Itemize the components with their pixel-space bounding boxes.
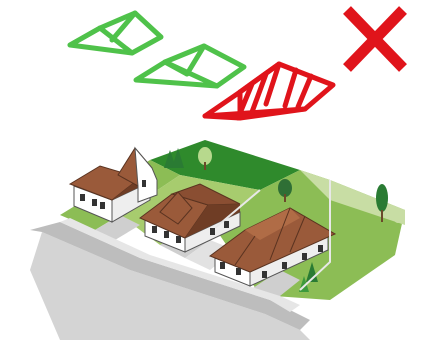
- roof-outline-approved-2: [136, 46, 244, 86]
- cross-mark-icon: [347, 10, 403, 68]
- tree-icon: [376, 184, 388, 212]
- roof-outline-rejected: [205, 64, 333, 118]
- tree-icon: [393, 209, 403, 223]
- ground: [30, 140, 405, 340]
- roof-outline-approved-1: [70, 13, 161, 53]
